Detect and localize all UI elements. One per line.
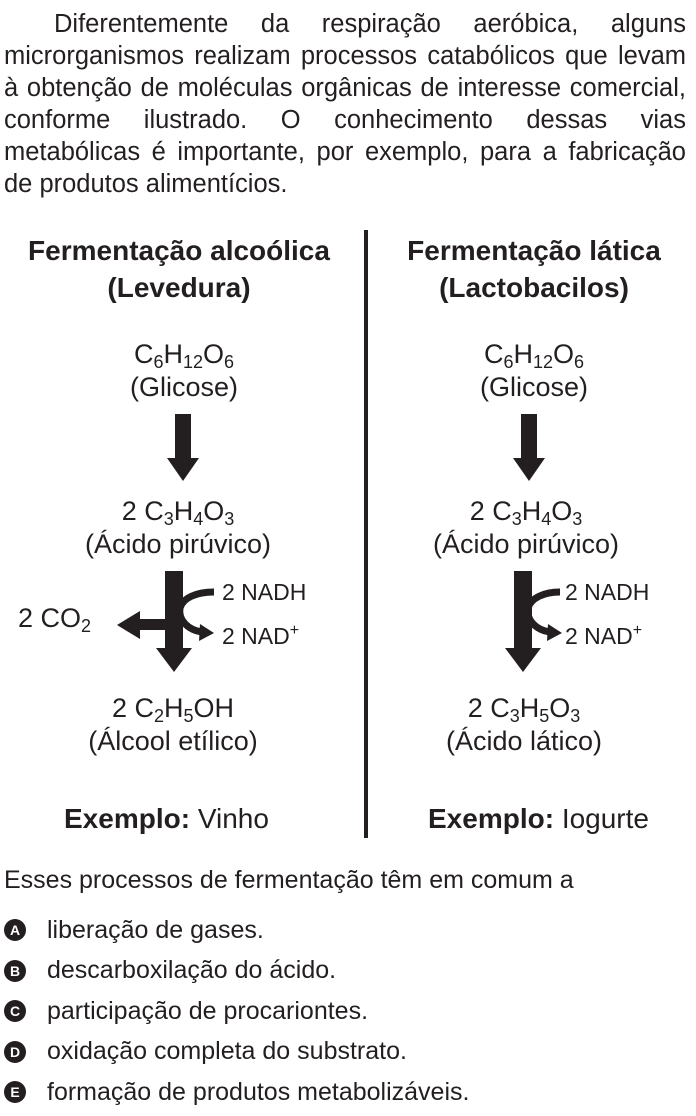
- left-arrow-glucose-pyruvate: [167, 414, 199, 481]
- right-title-line2: (Lactobacilos): [439, 272, 629, 303]
- right-title: Fermentação lática (Lactobacilos): [372, 232, 696, 306]
- right-pyruvate: 2 C3H4O3 (Ácido pirúvico): [372, 495, 680, 561]
- option-e-badge: E: [4, 1081, 26, 1104]
- left-pyruvate-formula: 2 C3H4O3: [121, 496, 235, 529]
- left-example: Exemplo: Vinho: [64, 803, 269, 834]
- right-pyruvate-formula: 2 C3H4O3: [469, 496, 583, 529]
- column-divider: [364, 230, 368, 838]
- right-nadh-label: 2 NADH: [565, 579, 650, 605]
- left-glucose: C6H12O6 (Glicose): [0, 338, 368, 404]
- left-nadh-curve: [176, 588, 215, 636]
- left-glucose-name: (Glicose): [129, 372, 238, 402]
- option-e-text: formação de produtos metabolizáveis.: [47, 1077, 470, 1106]
- option-c-badge: C: [4, 1000, 26, 1023]
- option-d-badge: D: [4, 1040, 26, 1063]
- right-nad-label: 2 NAD+: [565, 622, 643, 650]
- right-nad-arrowhead: [547, 624, 562, 641]
- option-a-text: liberação de gases.: [47, 915, 264, 944]
- option-b-badge: B: [4, 959, 26, 982]
- left-product-name: (Álcool etílico): [88, 726, 258, 756]
- right-example: Exemplo: Iogurte: [428, 803, 649, 834]
- left-product-formula: 2 C2H5OH: [111, 693, 235, 726]
- left-title-line1: Fermentação alcoólica: [28, 235, 330, 266]
- intro-paragraph: Diferentemente da respiração aeróbica, a…: [4, 10, 686, 198]
- right-product: 2 C3H5O3 (Ácido lático): [372, 692, 676, 758]
- left-title: Fermentação alcoólica (Levedura): [0, 232, 358, 306]
- right-product-formula: 2 C3H5O3: [467, 693, 581, 726]
- question-stem: Esses processos de fermentação têm em co…: [4, 866, 574, 894]
- left-pyruvate: 2 C3H4O3 (Ácido pirúvico): [0, 495, 356, 561]
- left-nad-arrowhead: [199, 624, 214, 641]
- right-glucose-name: (Glicose): [479, 372, 588, 402]
- option-a-badge: A: [4, 919, 26, 942]
- right-product-name: (Ácido lático): [445, 726, 603, 756]
- right-glucose: C6H12O6 (Glicose): [372, 338, 696, 404]
- right-glucose-formula: C6H12O6: [483, 339, 585, 372]
- option-b-text: descarboxilação do ácido.: [47, 956, 337, 985]
- option-d-text: oxidação completa do substrato.: [47, 1037, 407, 1066]
- left-title-line2: (Levedura): [107, 272, 251, 303]
- left-nad-label: 2 NAD+: [222, 622, 300, 650]
- right-arrow-pyruvate-lactate: [505, 571, 541, 672]
- left-co2-label: 2 CO2: [18, 603, 92, 636]
- left-pyruvate-name: (Ácido pirúvico): [84, 529, 272, 559]
- left-glucose-formula: C6H12O6: [133, 339, 235, 372]
- right-title-line1: Fermentação lática: [407, 235, 661, 266]
- left-product: 2 C2H5OH (Álcool etílico): [0, 692, 346, 758]
- right-arrow-glucose-pyruvate: [513, 414, 545, 481]
- right-nadh-curve: [524, 588, 561, 636]
- left-nadh-label: 2 NADH: [222, 579, 307, 605]
- option-c-text: participação de procariontes.: [47, 996, 369, 1025]
- left-arrow-co2-branch: [117, 610, 174, 639]
- right-pyruvate-name: (Ácido pirúvico): [432, 529, 620, 559]
